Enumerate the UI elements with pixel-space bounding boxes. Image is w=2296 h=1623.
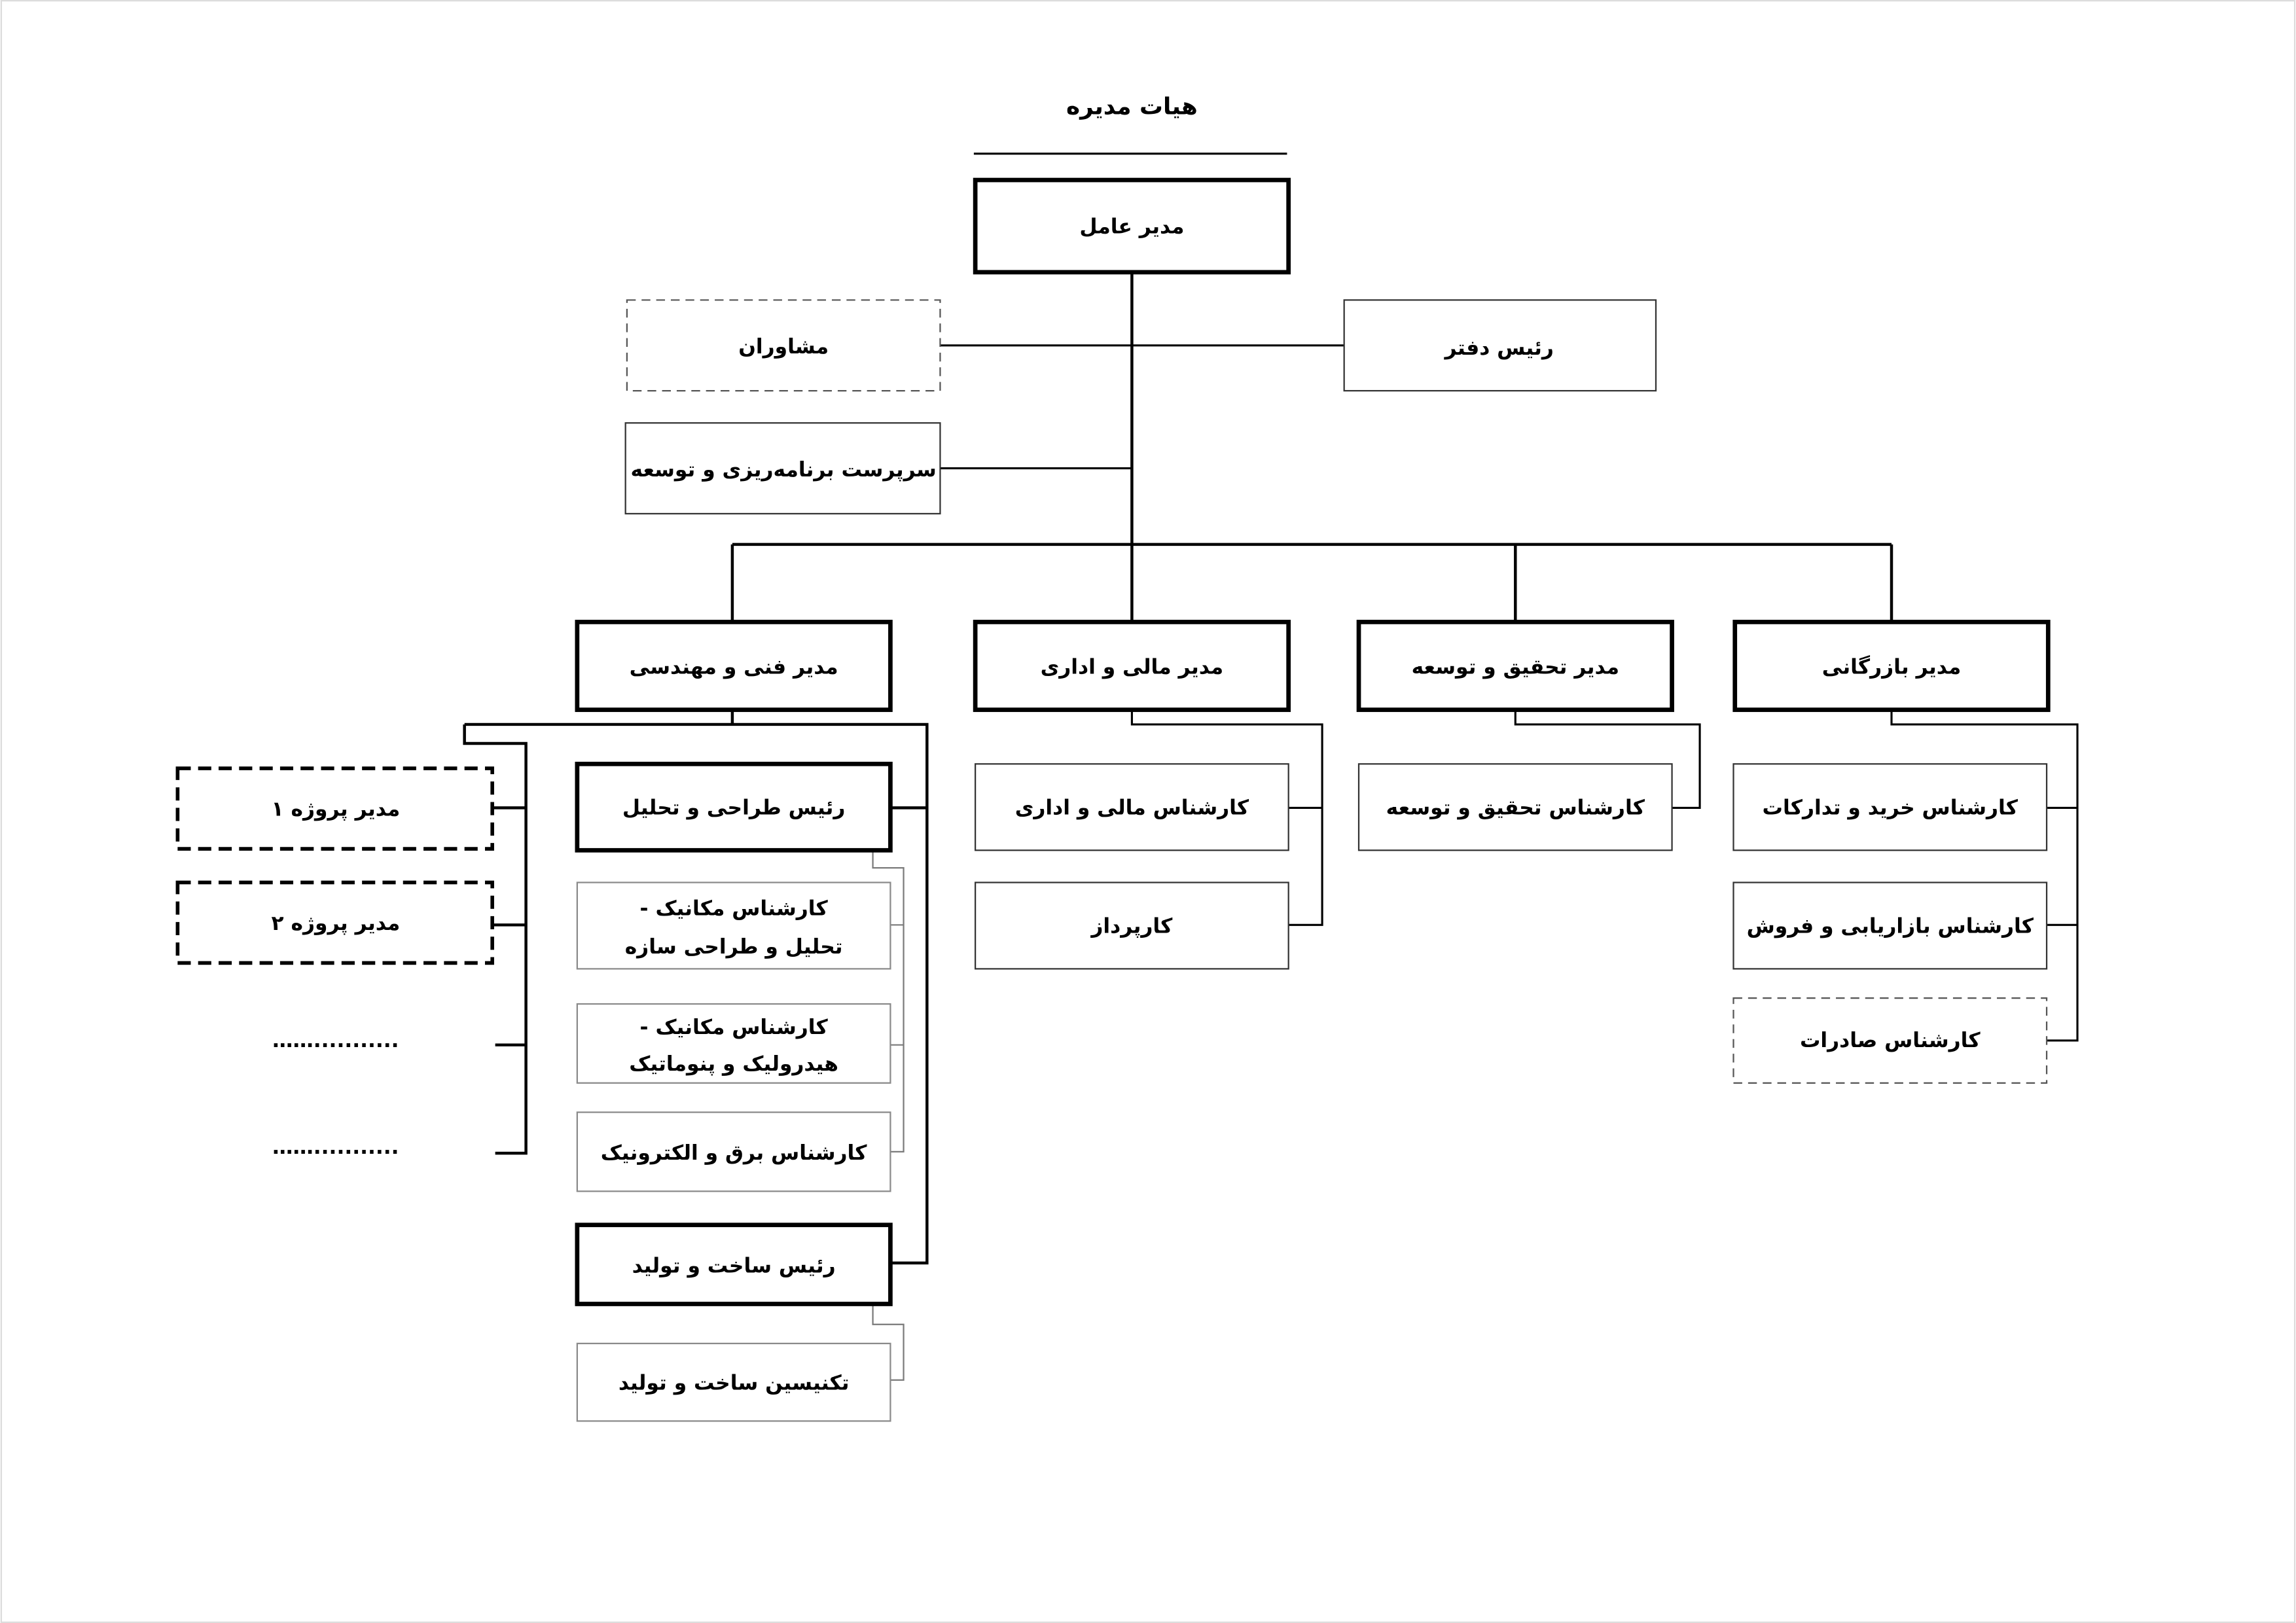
- purchaser-label: کارپرداز: [1090, 915, 1173, 938]
- finance-staff-box: [975, 763, 1289, 851]
- marketing-staff-node: کارشناس بازاریابی و فروش: [1732, 882, 2048, 970]
- rnd-staff-box: [1357, 763, 1673, 851]
- finance-manager-node: مدیر مالی و اداری: [973, 620, 1291, 712]
- finance-staff-line: [1130, 709, 1323, 926]
- production-head-box: [575, 1222, 893, 1306]
- technician-node: تکنیسین ساخت و تولید: [576, 1342, 891, 1422]
- project-manager-2-node: مدیر پروژه ۲: [175, 880, 494, 965]
- rnd-manager-box: [1356, 620, 1674, 712]
- advisors-box: [626, 299, 941, 392]
- planning-supervisor-box: [624, 422, 941, 515]
- technical-manager-node: مدیر فنی و مهندسی: [575, 620, 893, 712]
- finance-manager-label: مدیر مالی و اداری: [1041, 656, 1224, 679]
- project-manager-2-box: [175, 880, 494, 965]
- purchase-staff-label: کارشناس خرید و تدارکات: [1763, 796, 2018, 819]
- design-head-label: رئیس طراحی و تحلیل: [622, 796, 846, 819]
- advisors-node: مشاوران: [626, 299, 941, 392]
- technical-heads-line: [464, 709, 929, 1265]
- export-staff-node: کارشناس صادرات: [1732, 997, 2048, 1084]
- advisors-label: مشاوران: [738, 335, 829, 359]
- finance-manager-box: [973, 620, 1291, 712]
- technical-manager-label: مدیر فنی و مهندسی: [630, 656, 838, 679]
- project-managers-bracket: [463, 724, 528, 1155]
- rnd-manager-label: مدیر تحقیق و توسعه: [1412, 656, 1619, 679]
- production-head-label: رئیس ساخت و تولید: [632, 1254, 836, 1277]
- rnd-manager-node: مدیر تحقیق و توسعه: [1356, 620, 1674, 712]
- board-title: هیات مدیره: [1066, 94, 1198, 120]
- marketing-staff-box: [1732, 882, 2048, 970]
- purchaser-box: [975, 882, 1289, 970]
- mech-hydraulic-node: کارشناس مکانیک - هیدرولیک و پنوماتیک: [576, 1003, 891, 1084]
- mech-structure-label-line1: کارشناس مکانیک -: [640, 897, 829, 921]
- planning-supervisor-label: سرپرست برنامه‌ریزی و توسعه: [631, 458, 937, 482]
- mech-structure-label-line2: تحلیل و طراحی سازه: [625, 935, 843, 959]
- commercial-manager-label: مدیر بازرگانی: [1822, 655, 1961, 679]
- commercial-manager-box: [1732, 620, 2051, 712]
- technician-box: [576, 1342, 891, 1422]
- finance-staff-label: کارشناس مالی و اداری: [1015, 796, 1249, 819]
- mech-structure-node: کارشناس مکانیک - تحلیل و طراحی سازه: [576, 882, 891, 970]
- purchase-staff-node: کارشناس خرید و تدارکات: [1732, 763, 2048, 851]
- rnd-staff-label: کارشناس تحقیق و توسعه: [1386, 796, 1645, 819]
- finance-staff-node: کارشناس مالی و اداری: [975, 763, 1289, 851]
- project-manager-1-box: [175, 766, 494, 851]
- electrical-label: کارشناس برق و الکترونیک: [601, 1141, 868, 1165]
- electrical-node: کارشناس برق و الکترونیک: [576, 1111, 891, 1192]
- marketing-staff-label: کارشناس بازاریابی و فروش: [1747, 915, 2034, 938]
- technician-label: تکنیسین ساخت و تولید: [619, 1371, 850, 1395]
- export-staff-label: کارشناس صادرات: [1800, 1029, 1981, 1052]
- purchaser-node: کارپرداز: [975, 882, 1289, 970]
- ceo-box: [973, 177, 1291, 275]
- commercial-manager-node: مدیر بازرگانی: [1732, 620, 2051, 712]
- project-manager-2-label: مدیر پروژه ۲: [272, 912, 401, 935]
- design-head-box: [575, 761, 893, 853]
- commercial-staff-line: [1890, 709, 2079, 1042]
- office-head-label: رئیس دفتر: [1443, 336, 1553, 360]
- electrical-box: [576, 1111, 891, 1192]
- export-staff-box: [1732, 997, 2048, 1084]
- mech-hydraulic-label-line2: هیدرولیک و پنوماتیک: [629, 1052, 838, 1076]
- design-head-node: رئیس طراحی و تحلیل: [575, 761, 893, 853]
- project-manager-placeholder-2: ……...........: [272, 1135, 399, 1159]
- design-staff-line: [872, 850, 905, 1153]
- purchase-staff-box: [1732, 763, 2048, 851]
- mech-hydraulic-label-line1: کارشناس مکانیک -: [640, 1016, 829, 1039]
- project-manager-1-node: مدیر پروژه ۱: [175, 766, 494, 851]
- mech-structure-box: [576, 882, 891, 970]
- ceo-label: مدیر عامل: [1079, 215, 1184, 239]
- planning-supervisor-node: سرپرست برنامه‌ریزی و توسعه: [624, 422, 941, 515]
- connectors: [463, 272, 2079, 1381]
- project-manager-placeholder-1: ……...........: [272, 1029, 399, 1052]
- rnd-staff-node: کارشناس تحقیق و توسعه: [1357, 763, 1673, 851]
- production-head-node: رئیس ساخت و تولید: [575, 1222, 893, 1306]
- board-node: هیات مدیره: [973, 94, 1287, 155]
- mech-hydraulic-box: [576, 1003, 891, 1084]
- rnd-staff-line: [1514, 709, 1701, 809]
- office-head-box: [1343, 299, 1657, 392]
- project-manager-1-label: مدیر پروژه ۱: [272, 798, 401, 821]
- ceo-node: مدیر عامل: [973, 177, 1291, 275]
- production-staff-line: [872, 1304, 905, 1381]
- office-head-node: رئیس دفتر: [1343, 299, 1657, 392]
- technical-manager-box: [575, 620, 893, 712]
